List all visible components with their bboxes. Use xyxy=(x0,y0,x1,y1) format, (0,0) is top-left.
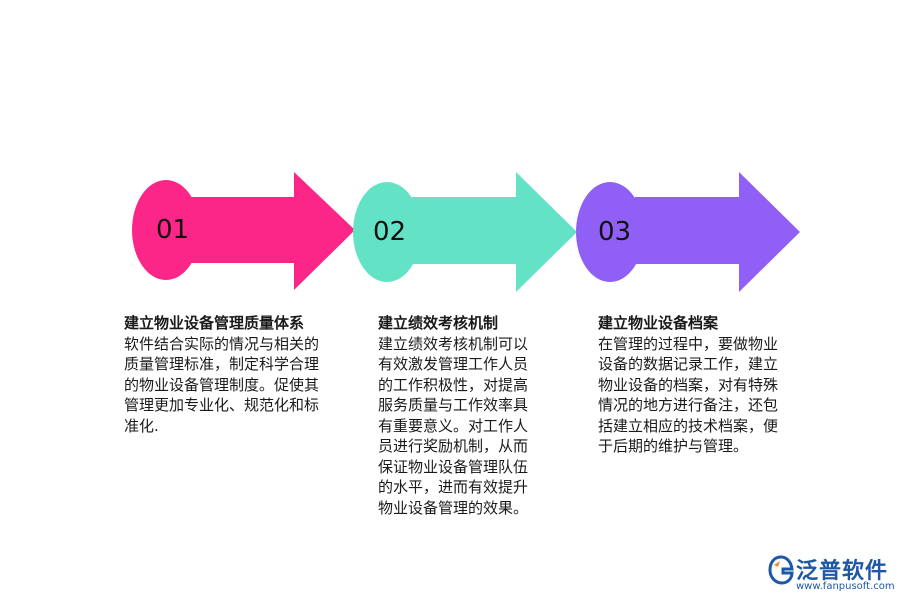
step-1-title: 建立物业设备管理质量体系 xyxy=(124,314,305,332)
step-3-title: 建立物业设备档案 xyxy=(598,314,719,332)
step-1-arrow xyxy=(132,172,355,290)
step-2-description: 建立绩效考核机制可以 有效激发管理工作人员 的工作积极性，对提高 服务质量与工作… xyxy=(378,334,529,517)
step-2-arrow xyxy=(353,172,577,292)
fanpu-logo-icon xyxy=(768,555,794,585)
step-3-circle xyxy=(576,182,644,282)
step-1-description: 软件结合实际的情况与相关的 质量管理标准，制定科学合理 的物业设备管理制度。促使… xyxy=(124,334,320,435)
brand-logo: 泛普软件 www.fanpusoft.com xyxy=(768,553,895,595)
step-2-arrow-body xyxy=(412,172,577,292)
step-3-description: 在管理的过程中，要做物业 设备的数据记录工作，建立 物业设备的档案，对有特殊 情… xyxy=(598,334,779,456)
step-2-circle xyxy=(353,182,421,282)
logo-url: www.fanpusoft.com xyxy=(796,581,895,592)
step-3-arrow xyxy=(576,172,800,292)
step-1-text: 建立物业设备管理质量体系 软件结合实际的情况与相关的 质量管理标准，制定科学合理… xyxy=(124,313,346,436)
step-1-arrow-body xyxy=(190,172,355,290)
step-1-number: 01 xyxy=(156,215,190,245)
step-3-text: 建立物业设备档案 在管理的过程中，要做物业 设备的数据记录工作，建立 物业设备的… xyxy=(598,313,808,457)
step-3-number: 03 xyxy=(598,217,632,247)
step-1-circle xyxy=(132,180,200,280)
step-3-arrow-body xyxy=(635,172,800,292)
step-2-number: 02 xyxy=(373,217,407,247)
logo-name: 泛普软件 xyxy=(796,559,889,584)
step-2-title: 建立绩效考核机制 xyxy=(378,314,499,332)
step-2-text: 建立绩效考核机制 建立绩效考核机制可以 有效激发管理工作人员 的工作积极性，对提… xyxy=(378,313,556,518)
